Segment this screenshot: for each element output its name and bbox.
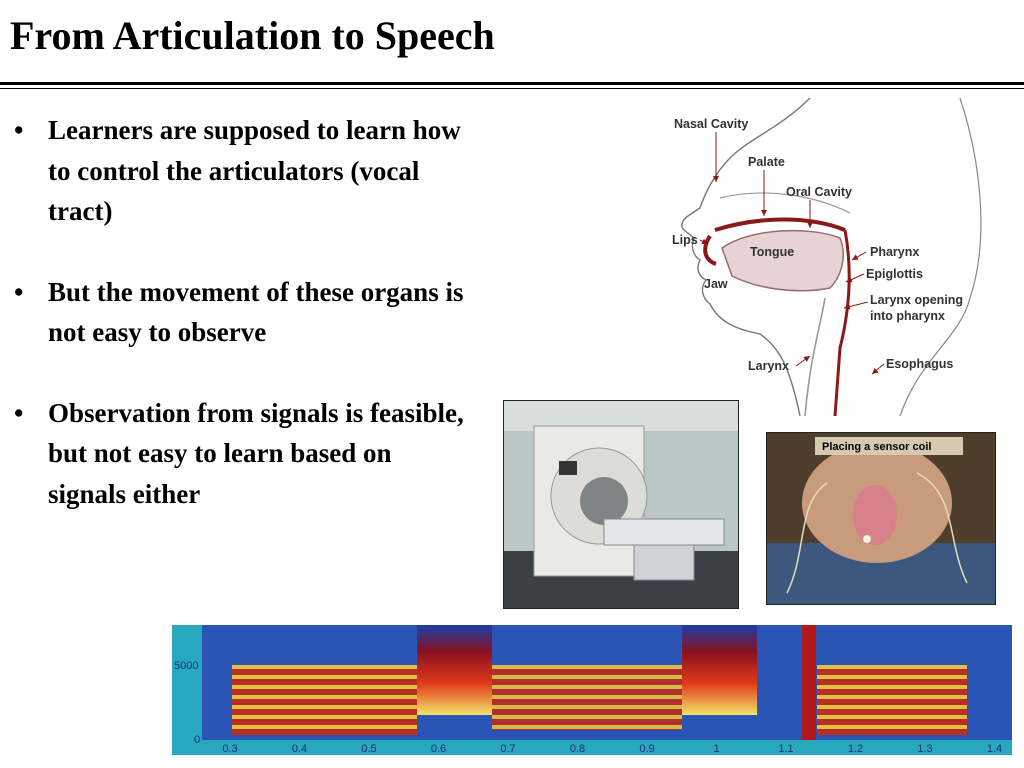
x-tick-label: 1.3 <box>917 743 932 755</box>
bullet-list: • Learners are supposed to learn how to … <box>14 110 464 554</box>
bullet-text: But the movement of these organs is not … <box>48 276 464 348</box>
title-rule-thin <box>0 88 1024 89</box>
x-tick-label: 0.9 <box>639 743 654 755</box>
label-larynx-opening-line2: into pharynx <box>870 309 945 323</box>
bullet-text: Observation from signals is feasible, bu… <box>48 397 464 509</box>
label-nasal-cavity: Nasal Cavity <box>674 117 748 131</box>
x-tick-label: 0.4 <box>292 743 307 755</box>
label-arrows <box>699 132 885 375</box>
bullet-item: • But the movement of these organs is no… <box>14 272 464 353</box>
label-larynx-opening-line1: Larynx opening <box>870 293 963 307</box>
spectrogram: 5000 0 0.3 0.4 0.5 0.6 0.7 0.8 0.9 1 1.1 1.2 1.3 1.… <box>172 625 1012 755</box>
label-esophagus: Esophagus <box>886 357 953 371</box>
pharynx-wall <box>833 229 851 416</box>
x-tick-label: 0.7 <box>500 743 515 755</box>
label-tongue: Tongue <box>750 245 794 259</box>
label-pharynx: Pharynx <box>870 245 919 259</box>
sensor-coil-photo: Placing a sensor coil <box>766 432 996 605</box>
x-tick-label: 0.8 <box>570 743 585 755</box>
bullet-item: • Observation from signals is feasible, … <box>14 393 464 515</box>
nasal-cavity-outline <box>719 192 851 214</box>
larynx-outline <box>804 297 826 416</box>
slide-title: From Articulation to Speech <box>10 13 495 58</box>
lips-shape <box>703 234 717 266</box>
x-tick-label: 0.3 <box>222 743 237 755</box>
x-tick-labels: 0.3 0.4 0.5 0.6 0.7 0.8 0.9 1 1.1 1.2 1.3 1.4 <box>222 743 1002 755</box>
label-epiglottis: Epiglottis <box>866 267 923 281</box>
label-jaw: Jaw <box>704 277 728 291</box>
label-larynx: Larynx <box>748 359 789 373</box>
x-tick-label: 0.5 <box>361 743 376 755</box>
face-outline <box>681 98 811 416</box>
y-tick-0: 0 <box>194 734 200 746</box>
x-tick-label: 1 <box>713 743 719 755</box>
title-rule-thick <box>0 82 1024 85</box>
label-oral-cavity: Oral Cavity <box>786 185 852 199</box>
x-tick-label: 1.2 <box>848 743 863 755</box>
head-back-outline <box>899 98 982 416</box>
bullet-dot: • <box>14 276 24 307</box>
y-tick-5000: 5000 <box>174 660 198 672</box>
bullet-text: Learners are supposed to learn how to co… <box>48 115 461 226</box>
x-tick-label: 1.4 <box>987 743 1002 755</box>
bullet-dot: • <box>14 397 24 428</box>
x-tick-label: 1.1 <box>778 743 793 755</box>
label-palate: Palate <box>748 155 785 169</box>
x-tick-label: 0.6 <box>431 743 446 755</box>
bullet-item: • Learners are supposed to learn how to … <box>14 110 464 232</box>
vocal-tract-diagram: Nasal Cavity Palate Oral Cavity Lips Ton… <box>672 98 982 416</box>
mri-scanner-photo <box>503 400 739 609</box>
palate-shape <box>714 217 846 232</box>
label-lips: Lips <box>672 233 698 247</box>
sensor-photo-caption: Placing a sensor coil <box>822 441 931 453</box>
tongue-shape <box>721 229 844 292</box>
bullet-dot: • <box>14 115 24 145</box>
